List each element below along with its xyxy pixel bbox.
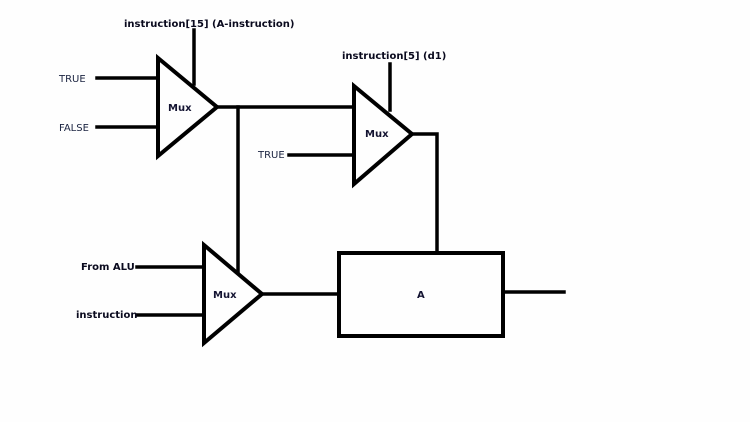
mux-1-false-label: FALSE (59, 123, 89, 134)
mux-2: Mux instruction[5] (d1) TRUE (257, 51, 446, 189)
mux-1-label: Mux (168, 103, 192, 114)
mux-2-true-label: TRUE (257, 150, 285, 161)
mux-3-label: Mux (213, 290, 237, 301)
register-a-label: A (417, 290, 425, 301)
mux-2-triangle (352, 81, 416, 189)
mux-2-label: Mux (365, 129, 389, 140)
mux-1-triangle (156, 53, 221, 161)
register-a-box (337, 251, 505, 338)
mux-1-control-label: instruction[15] (A-instruction) (124, 19, 294, 30)
mux-3-instruction-label: instruction (76, 310, 137, 321)
mux-1-true-label: TRUE (58, 74, 86, 85)
mux-3: Mux From ALU instruction (76, 240, 266, 348)
mux-1: Mux instruction[15] (A-instruction) TRUE… (58, 19, 294, 161)
mux-2-output-wire (410, 132, 439, 255)
mux-2-control-label: instruction[5] (d1) (342, 51, 446, 62)
mux-3-triangle (202, 240, 266, 348)
register-a: A (337, 251, 505, 338)
mux-3-alu-label: From ALU (81, 262, 135, 273)
